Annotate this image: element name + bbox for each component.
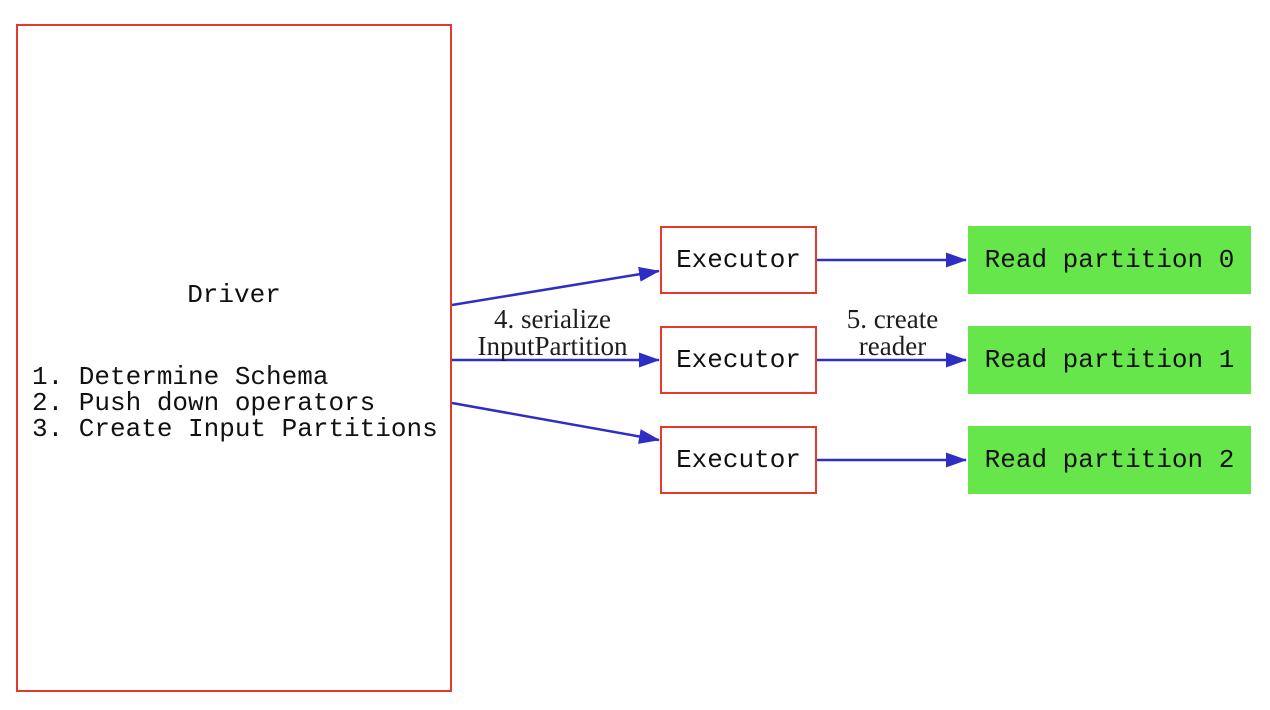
edge-label-create-reader: 5. create reader: [795, 306, 990, 360]
edge-label-serialize-inputpartition: 4. serialize InputPartition: [450, 306, 655, 360]
executor-box-2: Executor: [660, 426, 817, 494]
read-partition-label: Read partition 2: [984, 445, 1235, 475]
executor-box-0: Executor: [660, 226, 817, 294]
edge-label-line: 4. serialize: [494, 304, 611, 334]
arrow-driver-to-executor-2: [451, 401, 660, 444]
read-partition-label: Read partition 0: [984, 245, 1235, 275]
arrow-driver-to-executor-0: [451, 266, 660, 307]
executor-label: Executor: [676, 345, 801, 375]
driver-steps: 1. Determine Schema 2. Push down operato…: [32, 364, 438, 442]
executor-label: Executor: [676, 445, 801, 475]
read-partition-label: Read partition 1: [984, 345, 1235, 375]
executor-box-1: Executor: [660, 326, 817, 394]
executor-label: Executor: [676, 245, 801, 275]
read-partition-box-0: Read partition 0: [968, 226, 1251, 294]
read-partition-box-1: Read partition 1: [968, 326, 1251, 394]
edge-label-line: InputPartition: [477, 331, 628, 361]
driver-box: Driver 1. Determine Schema 2. Push down …: [16, 24, 452, 692]
driver-step: 1. Determine Schema: [32, 362, 329, 392]
read-partition-box-2: Read partition 2: [968, 426, 1251, 494]
driver-step: 2. Push down operators: [32, 388, 376, 418]
driver-title: Driver: [187, 280, 281, 310]
driver-step: 3. Create Input Partitions: [32, 414, 438, 444]
edge-label-line: 5. create: [846, 304, 939, 334]
edge-label-line: reader: [858, 331, 927, 361]
